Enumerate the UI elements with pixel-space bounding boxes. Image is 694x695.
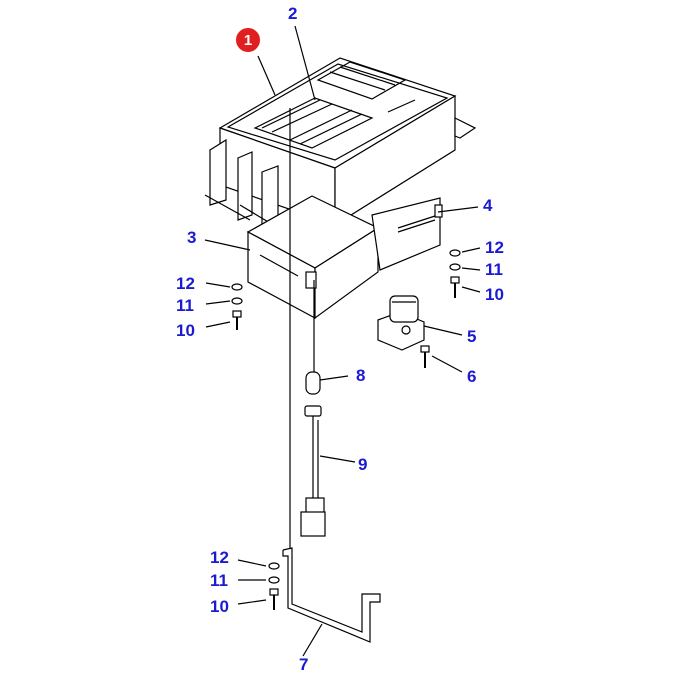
callout-2: 2 bbox=[288, 4, 298, 23]
callout-10-bottom: 10 bbox=[210, 597, 229, 616]
hardware-bottom bbox=[268, 562, 280, 610]
bracket-left bbox=[246, 195, 380, 320]
callout-8: 8 bbox=[356, 366, 366, 385]
hardware-left bbox=[231, 283, 243, 330]
bolt-part-6 bbox=[420, 345, 430, 368]
wiring-harness bbox=[289, 108, 326, 560]
leader-lines bbox=[204, 25, 481, 657]
bracket-part-7 bbox=[282, 547, 381, 643]
callout-9: 9 bbox=[358, 455, 368, 474]
callout-12-right: 12 bbox=[485, 238, 504, 257]
callout-11-left: 11 bbox=[176, 296, 194, 315]
callout-7: 7 bbox=[299, 655, 309, 674]
assembly-callout-circle: 1 bbox=[236, 28, 260, 52]
callout-11-right: 11 bbox=[485, 260, 503, 279]
callout-5: 5 bbox=[467, 327, 477, 346]
controller-box bbox=[204, 57, 477, 238]
hardware-right bbox=[449, 249, 461, 298]
callout-10-right: 10 bbox=[485, 285, 504, 304]
bracket-right bbox=[371, 197, 443, 271]
callout-12-bottom: 12 bbox=[210, 548, 229, 567]
callout-4: 4 bbox=[483, 196, 493, 215]
relay-part bbox=[377, 295, 425, 351]
callout-12-left: 12 bbox=[176, 274, 195, 293]
callout-11-bottom: 11 bbox=[210, 571, 228, 590]
callout-6: 6 bbox=[467, 367, 477, 386]
callout-3: 3 bbox=[187, 228, 197, 247]
callout-10-left: 10 bbox=[176, 321, 195, 340]
